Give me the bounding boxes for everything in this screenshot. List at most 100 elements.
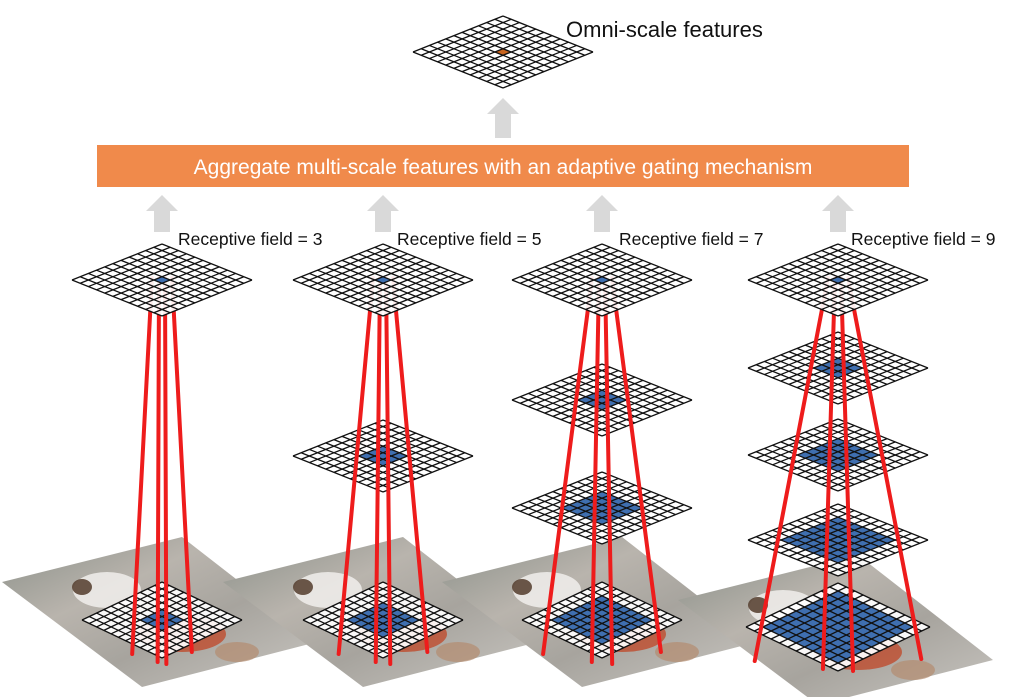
grid-line: [770, 594, 864, 640]
grid-line: [317, 253, 408, 291]
receptive-beam: [589, 276, 601, 664]
grid-line: [837, 454, 929, 492]
grid-line: [147, 612, 228, 652]
grid-line: [437, 25, 528, 63]
shirt: [73, 572, 141, 608]
grid-line: [317, 612, 398, 652]
grid-line: [519, 366, 611, 404]
grid-line: [577, 481, 668, 519]
receptive-beam: [846, 276, 924, 661]
output-grid: [511, 243, 693, 317]
grid-line: [829, 276, 921, 314]
grid-line: [353, 595, 435, 635]
grid-line: [511, 363, 603, 401]
grid-line: [788, 438, 880, 476]
grid-line: [565, 598, 646, 638]
output-grid: [292, 243, 474, 317]
grid-line: [494, 48, 586, 86]
grid-line: [764, 249, 855, 288]
grid-line: [300, 276, 392, 314]
grid-line: [346, 602, 427, 642]
grid-line: [145, 249, 236, 288]
grid-line: [536, 373, 627, 411]
grid-line: [780, 344, 871, 382]
grid-line: [382, 419, 474, 457]
receptive-beam: [752, 276, 830, 663]
leg: [655, 642, 699, 662]
grid-line: [601, 507, 693, 545]
grid-line: [601, 619, 683, 659]
grid-line: [747, 503, 839, 541]
grid-line: [601, 243, 693, 281]
grid-line: [161, 619, 243, 659]
receptive-beam: [603, 276, 615, 666]
grid-line: [511, 399, 603, 437]
grid-line: [601, 581, 683, 621]
grid-line: [331, 595, 413, 635]
grid-line: [528, 272, 619, 311]
grid-line: [339, 602, 420, 642]
grid-line: [96, 612, 177, 652]
grid-line: [325, 266, 416, 304]
grid-line: [577, 269, 668, 307]
grid-line: [103, 591, 185, 631]
arrow-shaft: [830, 210, 846, 232]
grid-line: [772, 253, 863, 291]
grid-line: [161, 243, 253, 281]
grid-line: [71, 243, 163, 281]
grid-line: [331, 605, 413, 645]
grid-line: [358, 269, 449, 307]
grid-line: [780, 266, 871, 304]
grid-line: [764, 447, 855, 486]
grid-line: [511, 507, 603, 545]
grid-line: [445, 38, 536, 76]
grid-line: [110, 595, 192, 635]
grid-line: [747, 418, 839, 456]
grid-line: [585, 477, 676, 516]
grid-line: [780, 256, 871, 294]
grid-line: [528, 249, 619, 288]
grid-line: [601, 471, 693, 509]
grid-line: [837, 243, 929, 281]
highlight-patch: [797, 438, 879, 472]
grid-line: [795, 602, 889, 648]
output-grid: [747, 243, 929, 317]
arrow-shaft: [594, 210, 610, 232]
grid-line: [88, 272, 179, 311]
grid-line: [120, 263, 212, 301]
grid-line: [368, 588, 449, 628]
intermediate-grid: [292, 419, 474, 493]
grid-line: [528, 477, 619, 516]
grid-line: [112, 263, 204, 301]
grid-line: [544, 256, 635, 294]
grid-line: [120, 259, 212, 297]
grid-line: [772, 529, 863, 567]
receptive-beam: [541, 276, 594, 656]
grid-line: [317, 269, 408, 307]
grid-line: [552, 259, 644, 297]
grid-line: [132, 605, 214, 645]
grid-line: [577, 373, 668, 411]
grid-line: [478, 41, 569, 79]
output-grid: [71, 243, 253, 317]
grid-line: [796, 259, 888, 297]
grid-line: [829, 536, 921, 574]
grid-line: [544, 386, 635, 424]
grid-line: [333, 259, 425, 297]
grid-line: [137, 269, 228, 307]
grid-line: [796, 438, 888, 476]
grid-line: [536, 481, 627, 519]
grid-line: [528, 369, 619, 408]
grid-line: [96, 269, 187, 307]
grid-line: [502, 15, 594, 53]
head: [293, 579, 313, 595]
grid-line: [585, 500, 676, 539]
grid-line: [788, 519, 880, 557]
omni-scale-title: Omni-scale features: [566, 17, 763, 42]
grid-line: [536, 269, 627, 307]
grid-line: [821, 337, 912, 376]
grid-line: [829, 246, 921, 284]
grid-line: [145, 272, 236, 311]
grid-line: [429, 21, 520, 60]
grid-line: [552, 491, 644, 529]
